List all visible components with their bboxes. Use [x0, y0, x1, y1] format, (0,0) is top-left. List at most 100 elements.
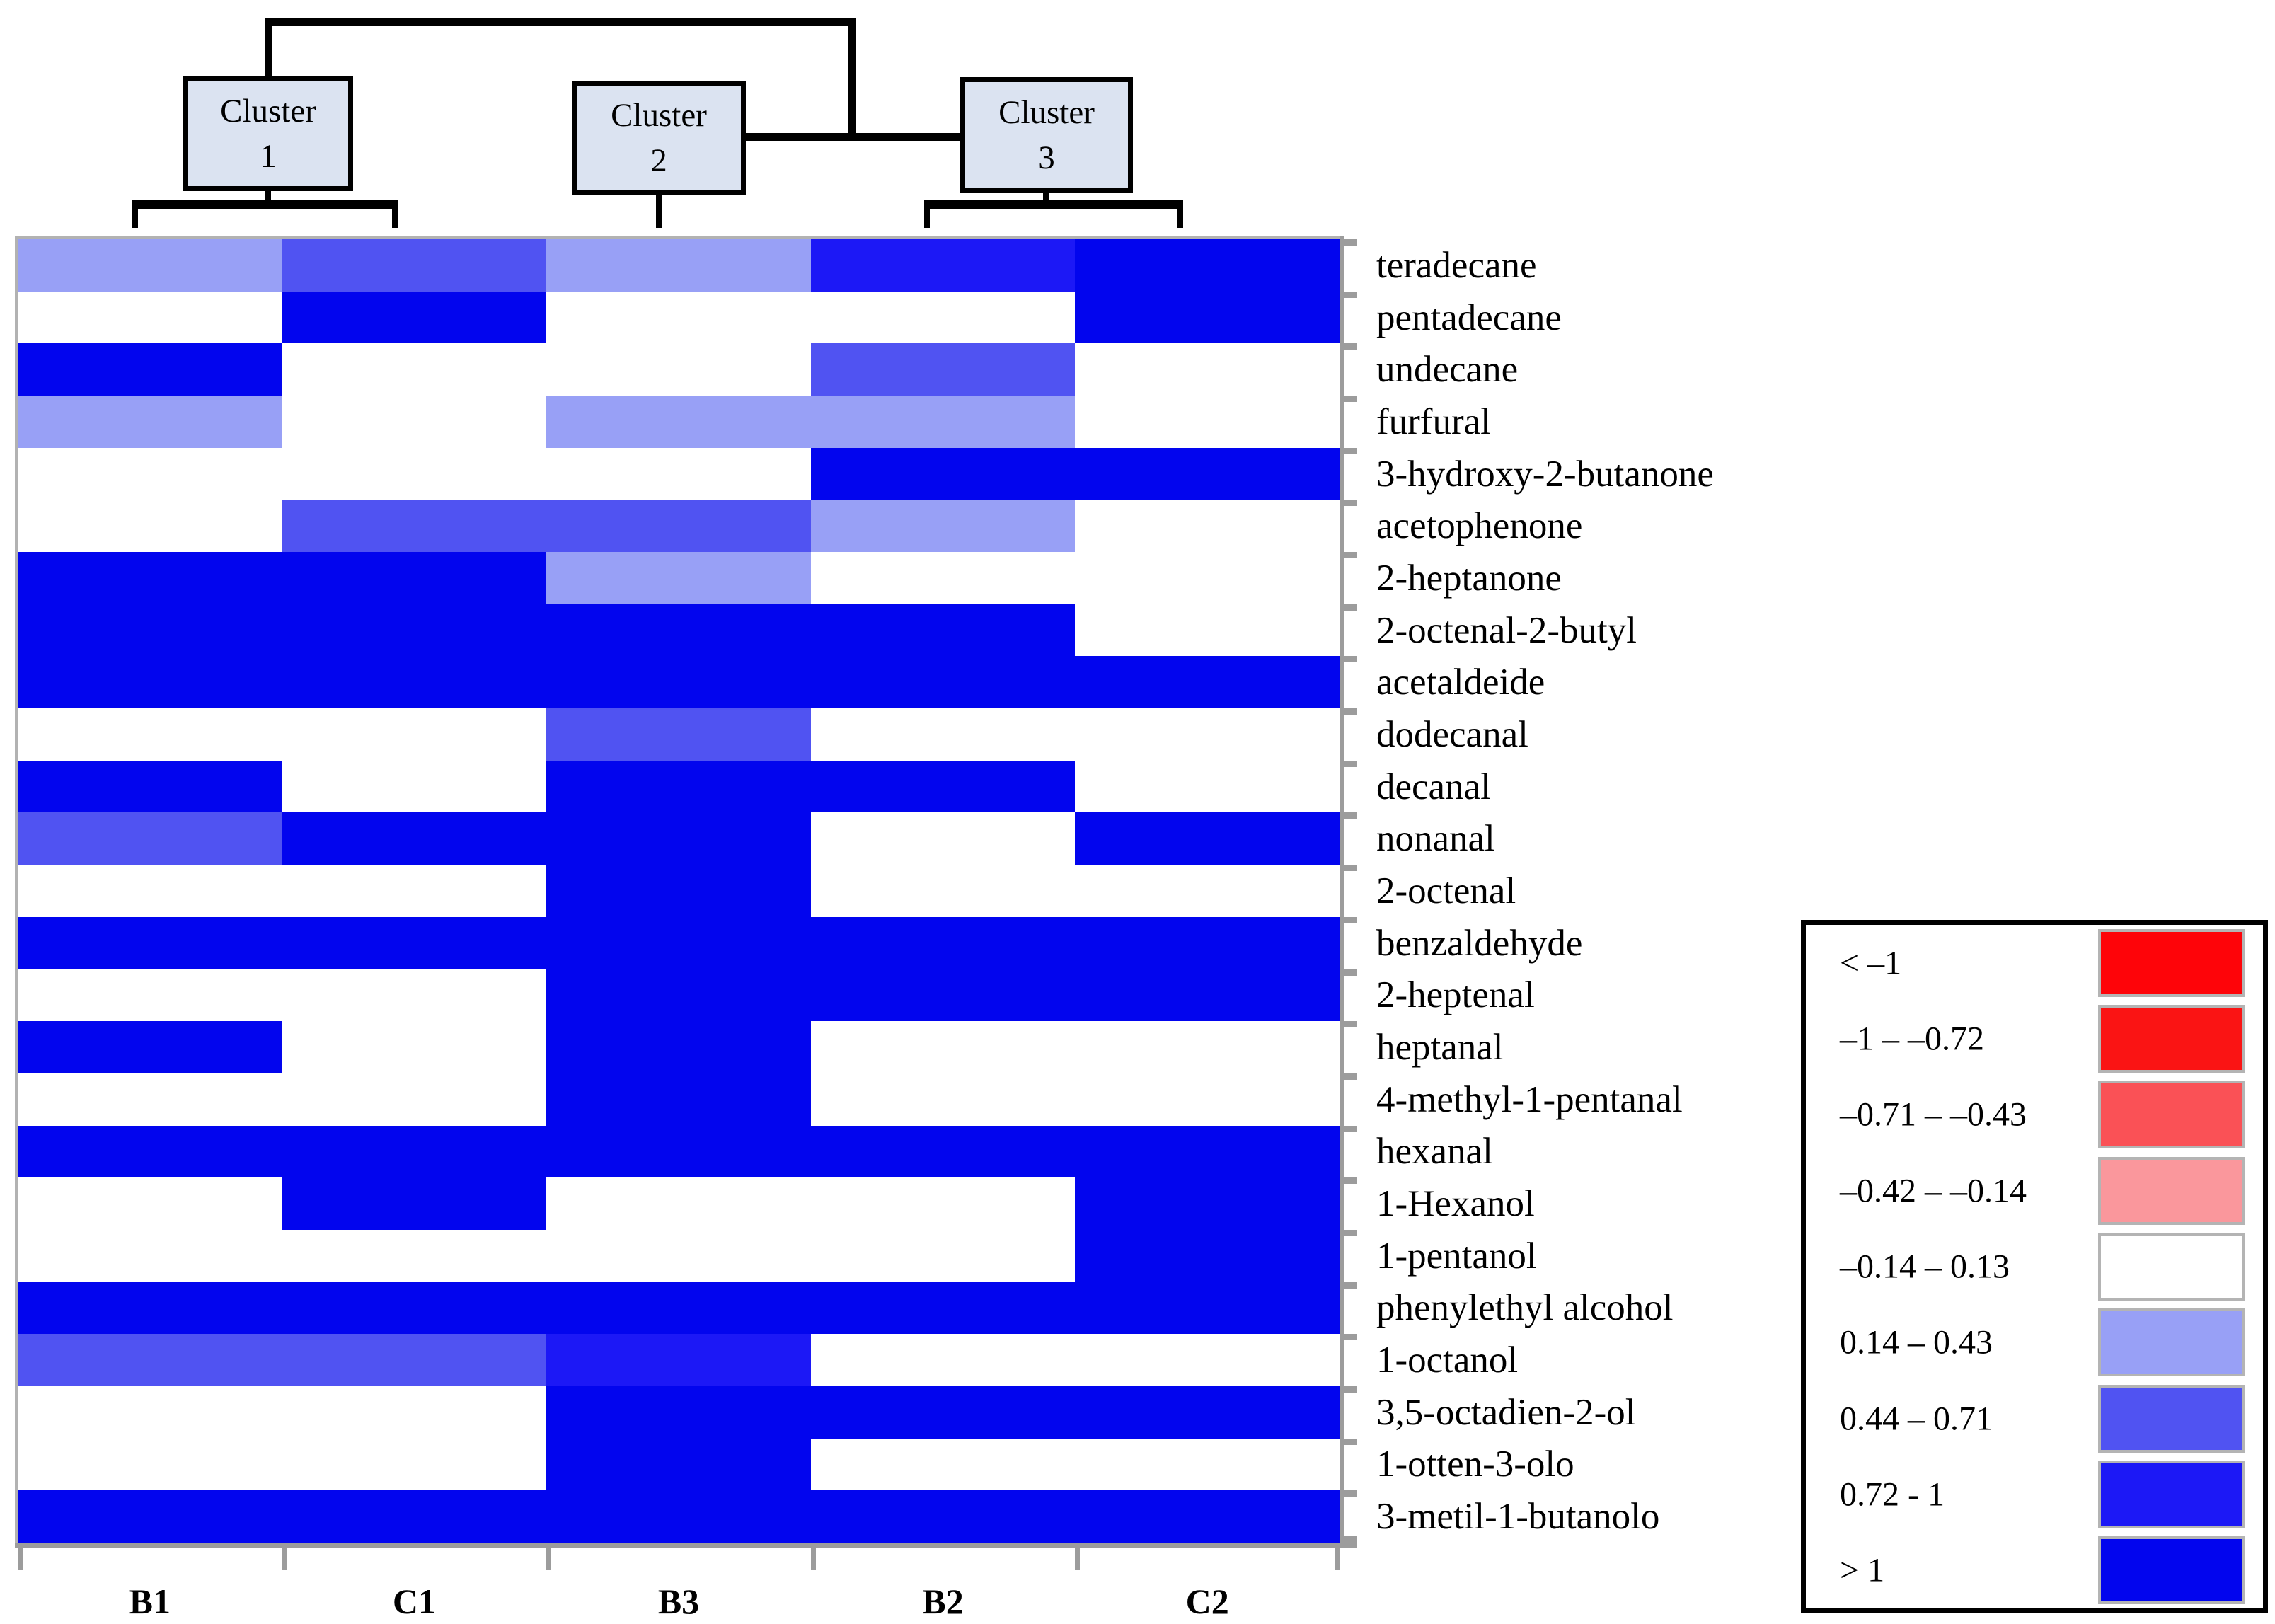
heatmap-cell-teradecane-B3 [546, 239, 811, 292]
heatmap-cell-hexanal-B1 [18, 1125, 282, 1178]
heatmap-cell-phenylethyl alcohol-B3 [546, 1282, 811, 1335]
legend-item: < –1 [1806, 925, 2263, 1001]
row-label-teradecane: teradecane [1376, 244, 1537, 286]
heatmap-cell-decanal-B3 [546, 760, 811, 813]
heatmap-cell-3,5-octadien-2-ol-C1 [282, 1386, 547, 1439]
heatmap-cell-3,5-octadien-2-ol-B2 [810, 1386, 1076, 1439]
right-axis-tick [1340, 1125, 1357, 1132]
row-label-2-heptanone: 2-heptanone [1376, 557, 1562, 599]
heatmap-cell-heptanal-B3 [546, 1021, 811, 1073]
bottom-axis-tick [282, 1548, 287, 1570]
legend-item: –1 – –0.72 [1806, 1001, 2263, 1076]
row-label-pentadecane: pentadecane [1376, 296, 1562, 338]
legend-label: < –1 [1840, 944, 1902, 982]
heatmap-cell-undecane-C2 [1075, 343, 1340, 396]
heatmap-cell-2-heptenal-B1 [18, 969, 282, 1022]
right-axis-tick [1340, 343, 1357, 350]
heatmap-cell-3-hydroxy-2-butanone-B1 [18, 447, 282, 500]
heatmap-cell-2-heptenal-B3 [546, 969, 811, 1022]
cluster-3-label: Cluster [998, 94, 1095, 131]
heatmap-cell-2-octenal-2-butyl-B1 [18, 604, 282, 657]
heatmap-cell-nonanal-C2 [1075, 812, 1340, 865]
heatmap-cell-3-metil-1-butanolo-C1 [282, 1490, 547, 1543]
heatmap-cell-teradecane-C1 [282, 239, 547, 292]
right-axis-tick [1340, 291, 1357, 298]
heatmap-cell-nonanal-B2 [810, 812, 1076, 865]
heatmap-cell-2-octenal-2-butyl-B2 [810, 604, 1076, 657]
legend-swatch [2098, 1081, 2245, 1149]
heatmap-cell-1-pentanol-C1 [282, 1229, 547, 1282]
right-axis-tick [1340, 552, 1357, 559]
heatmap-cell-3-metil-1-butanolo-B2 [810, 1490, 1076, 1543]
row-label-decanal: decanal [1376, 766, 1491, 807]
heatmap-cell-1-Hexanol-B3 [546, 1177, 811, 1230]
cluster-3-bracket-right-hook [1177, 208, 1183, 228]
heatmap-cell-1-otten-3-olo-C1 [282, 1438, 547, 1491]
heatmap-cell-1-otten-3-olo-B3 [546, 1438, 811, 1491]
cluster-3-bracket [924, 200, 1183, 209]
legend-item: > 1 [1806, 1533, 2263, 1608]
right-axis-tick [1340, 1021, 1357, 1028]
heatmap-cell-1-octanol-C2 [1075, 1334, 1340, 1386]
right-axis-tick [1340, 812, 1357, 819]
heatmap-cell-1-Hexanol-B1 [18, 1177, 282, 1230]
heatmap-cell-2-heptenal-B2 [810, 969, 1076, 1022]
column-label-C1: C1 [392, 1582, 436, 1621]
cluster-2-number: 2 [650, 142, 667, 179]
heatmap-cell-2-heptanone-C1 [282, 552, 547, 604]
heatmap-cell-benzaldehyde-B1 [18, 916, 282, 969]
heatmap-cell-acetophenone-B1 [18, 500, 282, 553]
bottom-axis-tick [810, 1548, 816, 1570]
cluster-1-bracket [132, 200, 398, 209]
heatmap-right-axis [1340, 236, 1344, 1548]
cluster-1-box: Cluster 1 [183, 76, 353, 191]
cluster-1-label: Cluster [220, 92, 316, 129]
heatmap-cell-acetaldeide-B2 [810, 656, 1076, 709]
legend-swatch [2098, 1536, 2245, 1605]
heatmap-cell-heptanal-B1 [18, 1021, 282, 1073]
heatmap-cell-2-heptanone-B1 [18, 552, 282, 604]
heatmap-top-border [15, 236, 1344, 239]
heatmap-cell-phenylethyl alcohol-B1 [18, 1282, 282, 1335]
heatmap-cell-3,5-octadien-2-ol-B3 [546, 1386, 811, 1439]
heatmap-cell-2-octenal-C1 [282, 865, 547, 917]
row-label-1-octanol: 1-octanol [1376, 1340, 1519, 1381]
heatmap-cell-undecane-B3 [546, 343, 811, 396]
heatmap-cell-3-metil-1-butanolo-C2 [1075, 1490, 1340, 1543]
row-label-undecane: undecane [1376, 349, 1519, 391]
right-axis-tick [1340, 1536, 1357, 1543]
heatmap-cell-furfural-B1 [18, 396, 282, 448]
heatmap-cell-phenylethyl alcohol-B2 [810, 1282, 1076, 1335]
legend-swatch [2098, 1232, 2245, 1301]
legend-swatch [2098, 1156, 2245, 1225]
right-axis-tick [1340, 656, 1357, 663]
heatmap-cell-decanal-B1 [18, 760, 282, 813]
heatmap-cell-undecane-C1 [282, 343, 547, 396]
right-axis-tick [1340, 396, 1357, 403]
legend-item: 0.14 – 0.43 [1806, 1305, 2263, 1381]
legend-label: 0.72 - 1 [1840, 1475, 1945, 1514]
legend-item: –0.14 – 0.13 [1806, 1228, 2263, 1304]
heatmap-cell-3,5-octadien-2-ol-C2 [1075, 1386, 1340, 1439]
heatmap-cell-2-octenal-2-butyl-C1 [282, 604, 547, 657]
dendrogram-cluster2-3-link [746, 133, 960, 141]
row-label-heptanal: heptanal [1376, 1027, 1504, 1069]
heatmap-cell-1-otten-3-olo-C2 [1075, 1438, 1340, 1491]
heatmap-cell-4-methyl-1-pentanal-C2 [1075, 1073, 1340, 1126]
legend-swatch [2098, 928, 2245, 997]
heatmap-cell-decanal-B2 [810, 760, 1076, 813]
right-axis-tick [1340, 1490, 1357, 1497]
heatmap-cell-pentadecane-B1 [18, 291, 282, 344]
heatmap-cell-acetophenone-B2 [810, 500, 1076, 553]
column-label-B1: B1 [129, 1582, 171, 1621]
heatmap-cell-benzaldehyde-B2 [810, 916, 1076, 969]
cluster-1-number: 1 [260, 137, 277, 175]
heatmap-cell-dodecanal-C1 [282, 708, 547, 761]
heatmap-cell-3-hydroxy-2-butanone-C1 [282, 447, 547, 500]
heatmap-cell-1-otten-3-olo-B2 [810, 1438, 1076, 1491]
heatmap-cell-phenylethyl alcohol-C1 [282, 1282, 547, 1335]
bottom-axis-tick [18, 1548, 23, 1570]
right-axis-tick [1340, 969, 1357, 976]
row-label-2-octenal-2-butyl: 2-octenal-2-butyl [1376, 609, 1637, 651]
